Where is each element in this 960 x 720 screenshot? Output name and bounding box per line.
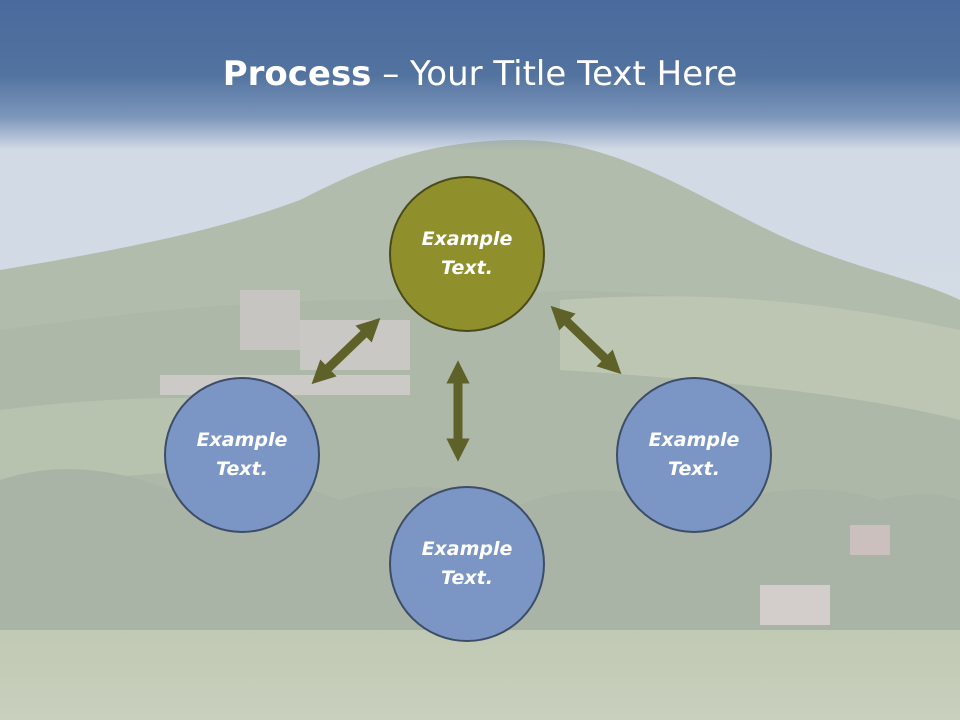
node-left: Example Text. — [164, 377, 320, 533]
arrow-center-left — [311, 317, 381, 385]
node-right-line1: Example — [648, 429, 740, 451]
header-band — [0, 0, 960, 150]
slide-title: Process – Your Title Text Here — [0, 52, 960, 96]
node-bottom-line2: Text. — [441, 567, 493, 589]
title-bold: Process — [222, 54, 372, 94]
node-bottom-line1: Example — [421, 538, 513, 560]
node-left-line2: Text. — [216, 458, 268, 480]
node-center: Example Text. — [389, 176, 545, 332]
node-left-line1: Example — [196, 429, 288, 451]
node-center-line1: Example — [421, 228, 513, 250]
title-rest: – Your Title Text Here — [371, 54, 738, 94]
node-bottom: Example Text. — [389, 486, 545, 642]
arrow-center-right — [550, 305, 622, 375]
node-right-line2: Text. — [668, 458, 720, 480]
node-center-line2: Text. — [441, 257, 493, 279]
node-right: Example Text. — [616, 377, 772, 533]
